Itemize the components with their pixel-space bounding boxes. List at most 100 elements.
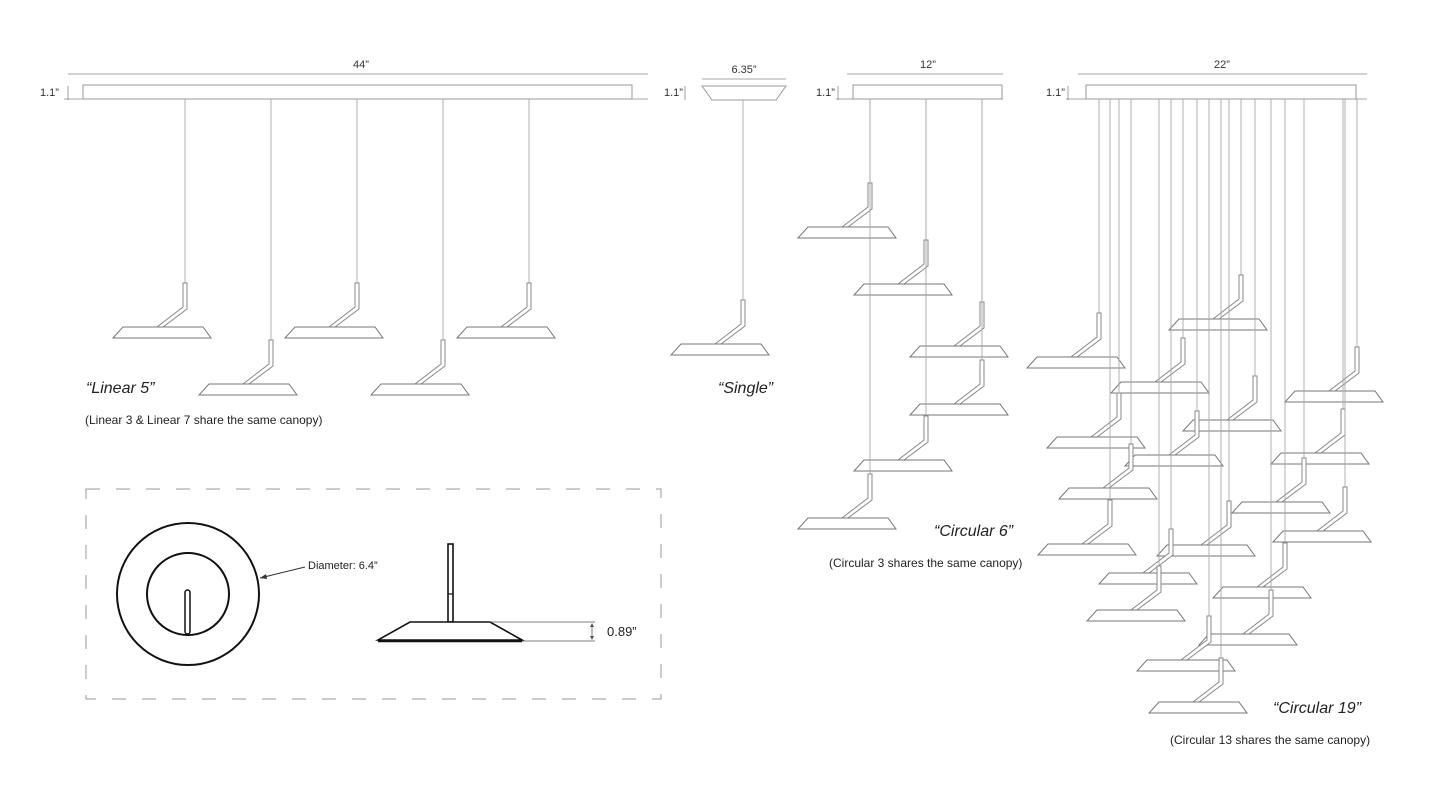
linear-5-group: 44” 1.1” “Linear 5” (Linear 3 & Linear 7… xyxy=(40,59,648,427)
pendant-shade xyxy=(852,283,953,296)
circular19-pendant-1 xyxy=(1025,99,1126,369)
pendant-shade xyxy=(1155,544,1256,557)
pendant-shade xyxy=(1230,501,1331,514)
single-group: 6.35” 1.1” “Single” xyxy=(664,64,787,397)
pendant-shade xyxy=(1167,318,1268,331)
pendant-stem xyxy=(840,473,873,519)
circular19-pendant-18 xyxy=(1135,99,1236,672)
shade-detail-box: Diameter: 6.4” 0.89” xyxy=(85,488,662,700)
pendant-stem xyxy=(1327,346,1360,392)
pendant-stem xyxy=(840,182,873,228)
pendant-shade xyxy=(1025,356,1126,369)
circular-6-group: 12” 1.1” “Circular 6” (Circular 3 shares… xyxy=(796,59,1022,570)
stem-top-view xyxy=(184,589,191,635)
single-pendant xyxy=(669,100,770,356)
circular19-pendant-16 xyxy=(1085,99,1186,622)
diameter-label: Diameter: 6.4” xyxy=(308,560,378,572)
circular6-pendant-5 xyxy=(852,99,953,472)
linear-note: (Linear 3 & Linear 7 share the same cano… xyxy=(85,413,322,427)
circular6-pendant-4 xyxy=(908,99,1009,416)
single-canopy xyxy=(701,85,787,101)
pendant-stem xyxy=(1080,499,1113,545)
circular19-width-label: 22” xyxy=(1214,59,1230,71)
circular6-note: (Circular 3 shares the same canopy) xyxy=(829,556,1022,570)
pendant-shade xyxy=(455,326,556,339)
linear-canopy xyxy=(82,84,633,100)
circular19-canopy-height-label: 1.1” xyxy=(1046,87,1065,99)
pendant-stem xyxy=(713,299,746,345)
pendant-stem xyxy=(499,282,532,328)
pendant-stem xyxy=(952,301,985,347)
pendant-stem xyxy=(1211,274,1244,320)
diameter-leader-line xyxy=(259,566,306,579)
pendant-stem xyxy=(1179,615,1212,661)
pendant-shade xyxy=(1147,701,1248,714)
circular19-pendant-7 xyxy=(1123,99,1224,467)
circular6-pendant-6 xyxy=(796,99,897,530)
circular6-pendant-3 xyxy=(908,99,1009,358)
pendant-shade xyxy=(796,517,897,530)
linear-canopy-height-label: 1.1” xyxy=(40,87,59,99)
single-canopy-height-label: 1.1” xyxy=(664,87,683,99)
pendant-shade xyxy=(1269,452,1370,465)
pendant-stem xyxy=(1255,542,1288,588)
pendant-stem xyxy=(896,415,929,461)
pendant-stem xyxy=(1153,337,1186,383)
circular19-pendant-9 xyxy=(1057,99,1158,500)
circular6-pendant-1 xyxy=(796,99,897,239)
pendant-shade xyxy=(1135,659,1236,672)
pendant-stem xyxy=(1225,375,1258,421)
pendant-stem xyxy=(1101,443,1134,489)
pendant-shade xyxy=(1271,530,1372,543)
linear-pendant-5 xyxy=(455,99,556,339)
stem-side-view xyxy=(447,543,454,623)
linear-width-label: 44” xyxy=(353,59,369,71)
pendant-shade xyxy=(1123,454,1224,467)
pendant-shade xyxy=(796,226,897,239)
pendant-shade xyxy=(1109,381,1210,394)
single-pendants xyxy=(669,100,770,356)
pendant-stem xyxy=(413,339,446,385)
pendant-stem xyxy=(952,359,985,405)
circular6-canopy-height-label: 1.1” xyxy=(816,87,835,99)
circular19-pendant-19 xyxy=(1147,99,1248,714)
pendant-shade xyxy=(111,326,212,339)
circular-6-title: “Circular 6” xyxy=(934,523,1014,540)
pendant-shade xyxy=(1097,572,1198,585)
circular-19-group: 22” 1.1” “Circular 19” (Circular 13 shar… xyxy=(1025,59,1384,747)
pendant-shade xyxy=(283,326,384,339)
circular-19-title: “Circular 19” xyxy=(1273,700,1362,717)
pendant-stem xyxy=(1167,410,1200,456)
pendant-shade xyxy=(1085,609,1186,622)
pendant-stem xyxy=(241,339,274,385)
circular19-pendant-4 xyxy=(1283,99,1384,403)
circular6-canopy xyxy=(852,84,1003,100)
linear-pendant-3 xyxy=(283,99,384,339)
circular19-pendant-12 xyxy=(1155,99,1256,557)
circular19-pendant-2 xyxy=(1167,99,1268,331)
pendant-shade xyxy=(1283,390,1384,403)
circular19-pendant-17 xyxy=(1197,99,1298,646)
pendant-shade xyxy=(1181,419,1282,432)
pendant-shade xyxy=(908,345,1009,358)
pendant-stem xyxy=(1199,500,1232,546)
pendant-stem xyxy=(327,282,360,328)
shade-side-view xyxy=(374,621,526,641)
pendant-stem xyxy=(1069,312,1102,358)
linear-5-title: “Linear 5” xyxy=(86,380,155,397)
pendant-stem xyxy=(1313,408,1346,454)
shade-height-label: 0.89” xyxy=(607,624,637,639)
circular19-canopy xyxy=(1085,84,1357,100)
single-title: “Single” xyxy=(718,380,774,397)
linear-pendant-1 xyxy=(111,99,212,339)
pendant-shade xyxy=(908,403,1009,416)
circular19-pendant-10 xyxy=(1230,99,1331,514)
pendant-stem xyxy=(896,239,929,285)
circular19-pendant-5 xyxy=(1045,99,1146,449)
circular6-pendants xyxy=(796,99,1009,530)
circular19-pendant-8 xyxy=(1269,99,1370,465)
height-arrowheads xyxy=(590,623,594,640)
pendant-stem xyxy=(1274,457,1307,503)
circular19-pendant-13 xyxy=(1271,99,1372,543)
